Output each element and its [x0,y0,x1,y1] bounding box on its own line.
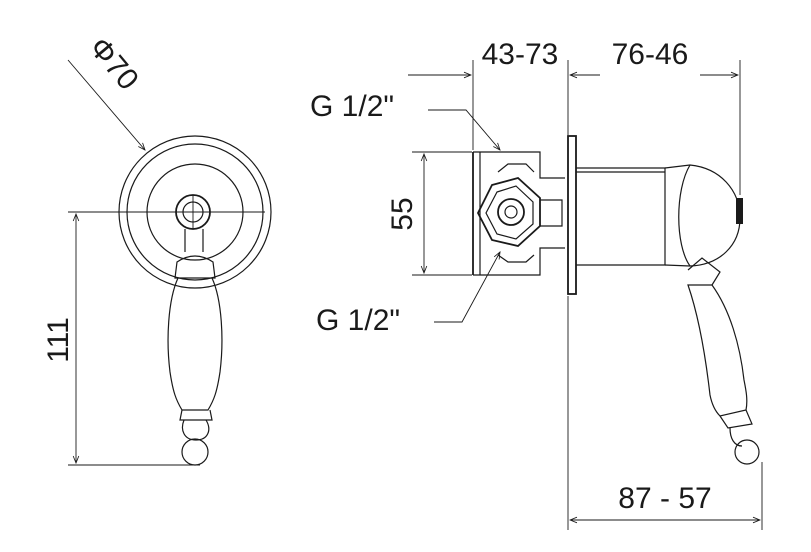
front-view [100,135,272,466]
height-dimension: 111 [42,211,200,466]
inlet-height-label: 55 [386,197,419,230]
thread-callouts: G 1/2" G 1/2" [310,90,500,337]
diameter-dimension: Φ70 [67,31,145,150]
total-range-label: 87 - 57 [618,482,711,515]
thread-top-label: G 1/2" [310,90,394,123]
height-label: 111 [42,317,75,363]
body-range-label: 76-46 [612,38,689,71]
top-dimensions: 43-73 76-46 [408,38,741,195]
depth-range-label: 43-73 [482,38,559,71]
diameter-label: Φ70 [83,31,145,96]
side-view [472,135,760,465]
inlet-height-dimension: 55 [386,151,472,276]
thread-bottom-label: G 1/2" [316,304,400,337]
total-range-dimension: 87 - 57 [567,296,763,530]
